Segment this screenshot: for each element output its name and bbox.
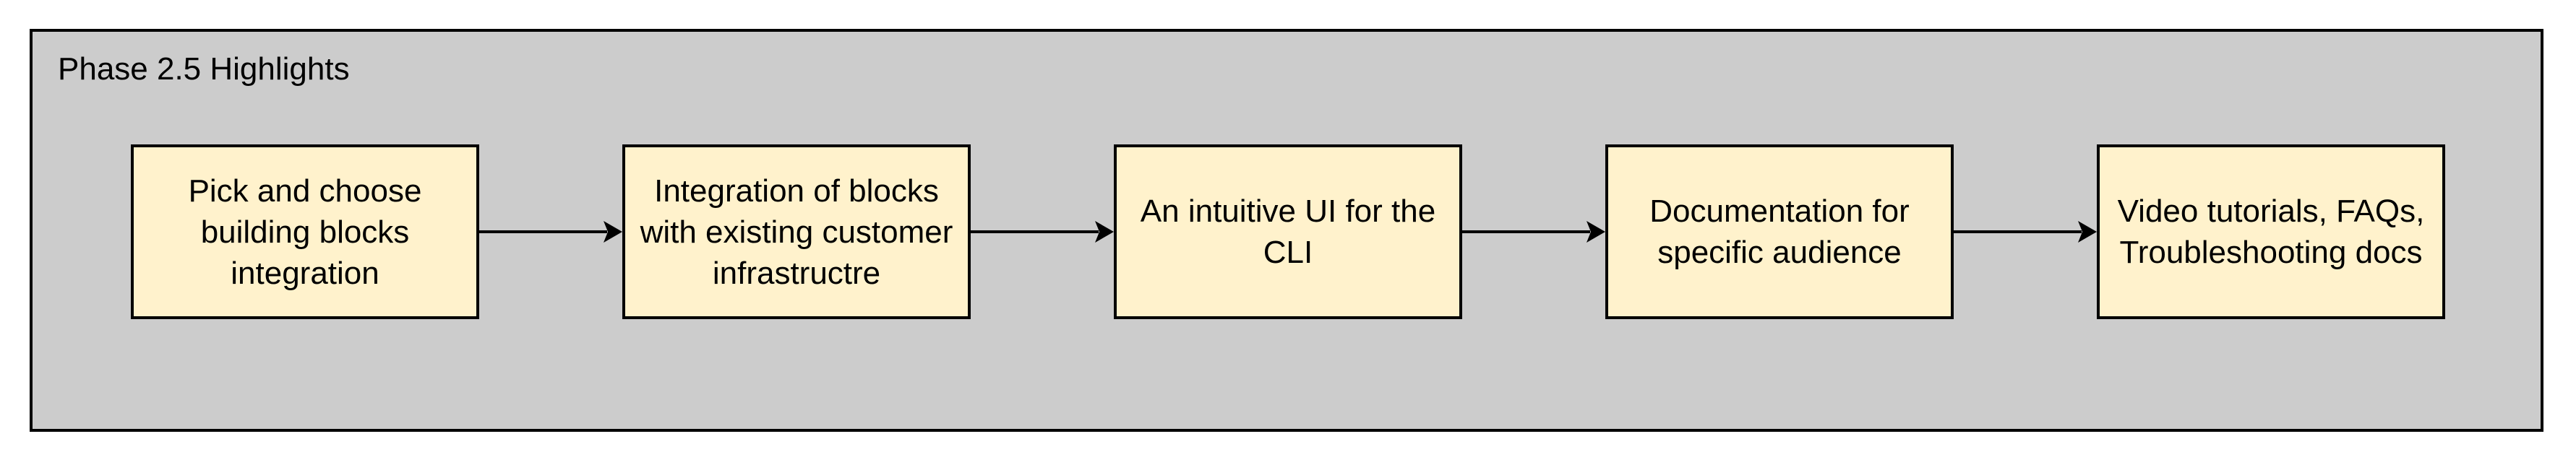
node-video-tutorials-faqs: Video tutorials, FAQs, Troubleshooting d…	[2097, 144, 2445, 319]
node-label: Video tutorials, FAQs, Troubleshooting d…	[2117, 194, 2425, 270]
node-integration-of-blocks: Integration of blocks with existing cust…	[622, 144, 971, 319]
node-label: Pick and choose building blocks integrat…	[188, 173, 422, 291]
node-label: Integration of blocks with existing cust…	[640, 173, 953, 291]
node-label: An intuitive UI for the CLI	[1140, 194, 1436, 270]
node-label: Documentation for specific audience	[1649, 194, 1910, 270]
node-pick-and-choose-building-blocks: Pick and choose building blocks integrat…	[131, 144, 479, 319]
phase-title: Phase 2.5 Highlights	[58, 51, 350, 87]
node-documentation-for-audience: Documentation for specific audience	[1605, 144, 1954, 319]
node-intuitive-ui-for-cli: An intuitive UI for the CLI	[1114, 144, 1462, 319]
